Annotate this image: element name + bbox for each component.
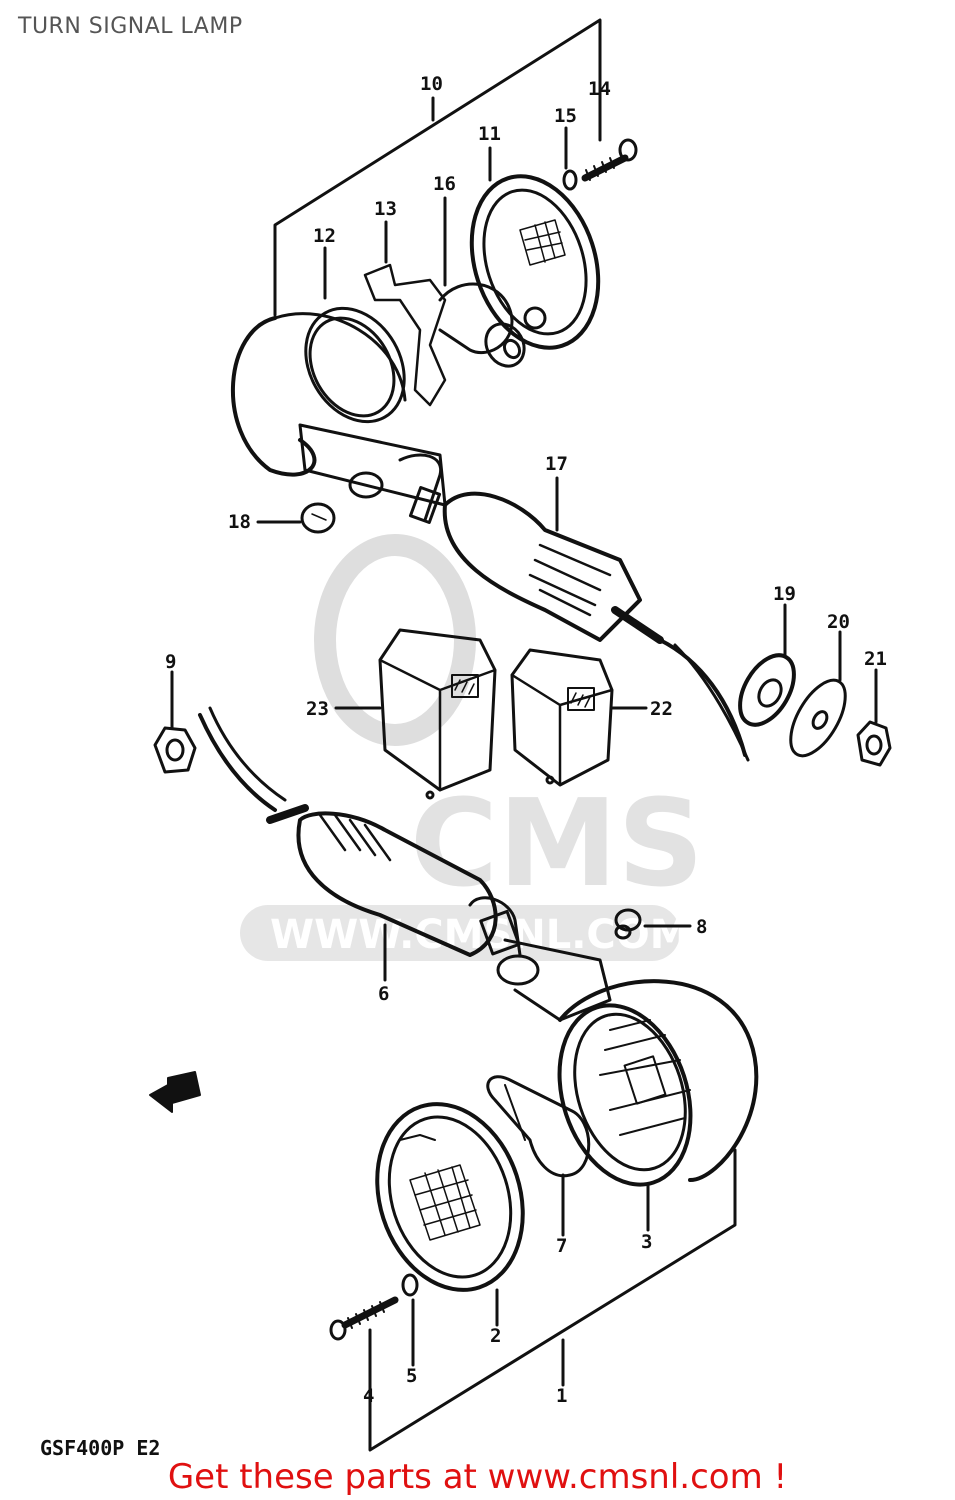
callout-11: 11 [478, 123, 501, 145]
screw-14 [581, 138, 638, 182]
callout-10: 10 [420, 73, 443, 95]
upper-stem [298, 423, 750, 762]
callout-19: 19 [773, 583, 796, 605]
callout-7: 7 [556, 1235, 567, 1257]
washer-15 [562, 169, 578, 191]
bulb-socket-upper [363, 263, 526, 407]
washer-5 [401, 1273, 419, 1297]
upper-lamp-housing [230, 306, 407, 477]
screw-8 [614, 908, 642, 940]
front-arrow-icon [149, 1071, 201, 1113]
watermark: CMS WWW.CMSNL.COM [240, 534, 704, 961]
bracket-1 [368, 1148, 737, 1452]
callout-20: 20 [827, 611, 850, 633]
bulb-7 [486, 1075, 591, 1178]
promo-banner: Get these parts at www.cmsnl.com ! [167, 1457, 788, 1497]
screw-18 [300, 502, 336, 534]
watermark-brand: CMS [410, 775, 704, 914]
callout-14: 14 [588, 78, 611, 100]
callout-6: 6 [378, 983, 389, 1005]
callout-12: 12 [313, 225, 336, 247]
callout-23: 23 [306, 698, 329, 720]
upper-lens [469, 174, 601, 350]
callout-16: 16 [433, 173, 456, 195]
watermark-mascot-head [314, 534, 476, 746]
relay-22 [510, 648, 614, 787]
watermark-url-band [240, 905, 680, 961]
callout-13: 13 [374, 198, 397, 220]
lower-lamp-housing [557, 979, 759, 1187]
bracket-10 [273, 18, 602, 317]
washer-20 [789, 678, 847, 758]
screw-4 [329, 1296, 399, 1341]
model-code: GSF400P E2 [40, 1436, 161, 1460]
nut-19 [738, 653, 796, 727]
callout-8: 8 [696, 916, 707, 938]
callout-21: 21 [864, 648, 887, 670]
lower-stem [198, 706, 612, 1022]
diagram-title: TURN SIGNAL LAMP [18, 14, 243, 39]
callout-2: 2 [490, 1325, 501, 1347]
callout-9: 9 [165, 651, 176, 673]
callout-labels: 1 2 3 4 5 6 7 8 9 10 11 12 13 14 15 16 1… [165, 73, 887, 1407]
callout-3: 3 [641, 1231, 652, 1253]
lower-lens [375, 1102, 525, 1292]
callout-1: 1 [556, 1385, 567, 1407]
callout-5: 5 [406, 1365, 417, 1387]
callout-18: 18 [228, 511, 251, 533]
relay-23 [378, 628, 497, 800]
nut-9 [153, 726, 197, 774]
callout-22: 22 [650, 698, 673, 720]
callout-17: 17 [545, 453, 568, 475]
nut-21 [856, 720, 892, 767]
callout-15: 15 [554, 105, 577, 127]
callout-4: 4 [363, 1385, 374, 1407]
